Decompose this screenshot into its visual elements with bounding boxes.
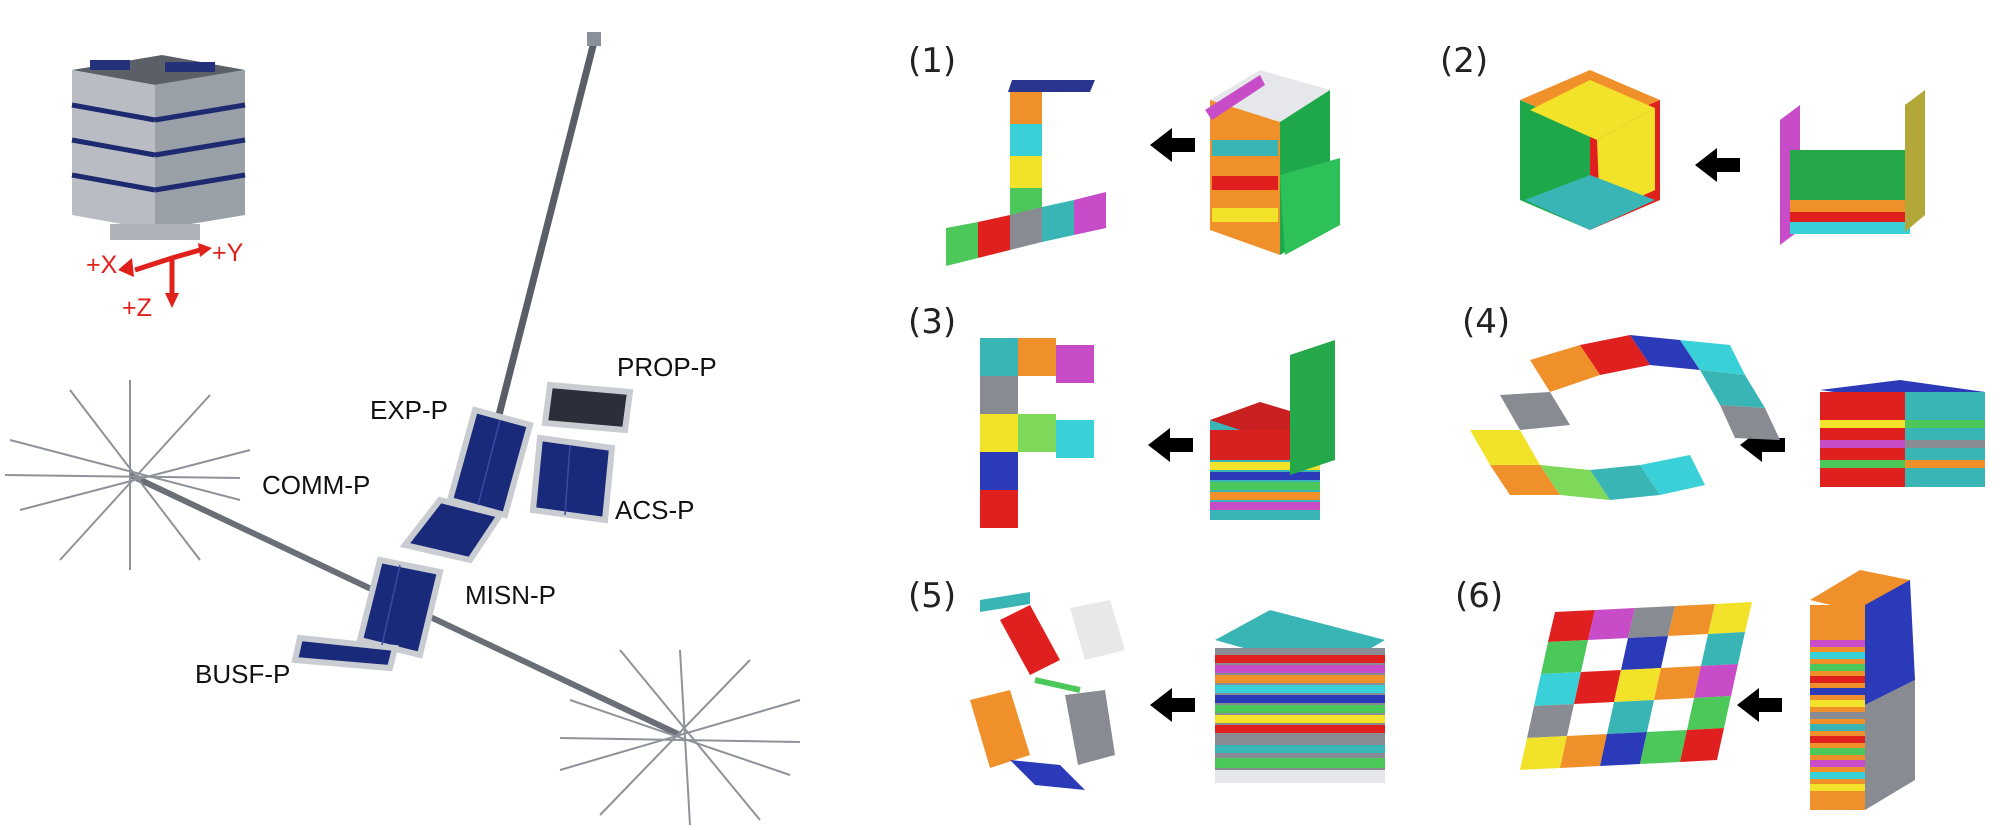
config-1-stowed <box>1205 70 1340 255</box>
axis-x-label: +X <box>86 251 118 279</box>
arrow-6 <box>1737 688 1782 722</box>
label-acs-p: ACS-P <box>615 495 694 525</box>
label-exp-p: EXP-P <box>370 395 448 425</box>
config-3-stowed <box>1210 340 1335 520</box>
config-4-stowed <box>1820 380 1985 487</box>
label-comm-p: COMM-P <box>262 470 370 500</box>
antenna-right <box>559 649 801 826</box>
deployed-satellite <box>4 32 801 826</box>
axis-y-label: +Y <box>212 239 244 267</box>
config-2-deployed <box>1520 70 1660 230</box>
arrow-2 <box>1695 148 1740 182</box>
config-number-1: (1) <box>908 41 956 81</box>
config-6-stowed <box>1810 570 1915 810</box>
panel-exp <box>446 406 534 519</box>
antenna-left <box>4 380 251 570</box>
config-number-2: (2) <box>1440 41 1488 81</box>
axis-indicator: +X +Y +Z <box>86 239 244 322</box>
config-number-4: (4) <box>1462 302 1510 342</box>
config-4-deployed <box>1470 335 1780 500</box>
panel-comm-link <box>399 496 505 564</box>
config-1-deployed <box>946 80 1106 266</box>
label-busf-p: BUSF-P <box>195 659 290 689</box>
panel-labels: PROP-P EXP-P COMM-P ACS-P MISN-P BUSF-P <box>195 352 717 689</box>
label-prop-p: PROP-P <box>617 352 717 382</box>
panel-misn <box>356 556 444 659</box>
arrow-1 <box>1150 128 1195 162</box>
config-5-stowed <box>1215 610 1385 783</box>
config-number-3: (3) <box>908 302 956 342</box>
panel-prop <box>541 381 634 434</box>
arrow-5 <box>1150 688 1195 722</box>
stowed-satellite <box>71 55 246 240</box>
arrows <box>1148 128 1785 722</box>
config-3-deployed <box>980 338 1094 528</box>
config-number-6: (6) <box>1455 576 1503 616</box>
arrow-3 <box>1148 428 1193 462</box>
config-6-deployed <box>1520 602 1752 770</box>
config-2-stowed <box>1780 90 1925 245</box>
label-misn-p: MISN-P <box>465 580 556 610</box>
config-5-deployed <box>970 592 1125 790</box>
axis-z-label: +Z <box>122 294 152 322</box>
panel-busf <box>291 634 399 672</box>
panel-acs <box>529 434 616 524</box>
config-number-5: (5) <box>908 576 956 616</box>
config-numbers: (1) (2) (3) (4) (5) (6) <box>908 41 1510 616</box>
